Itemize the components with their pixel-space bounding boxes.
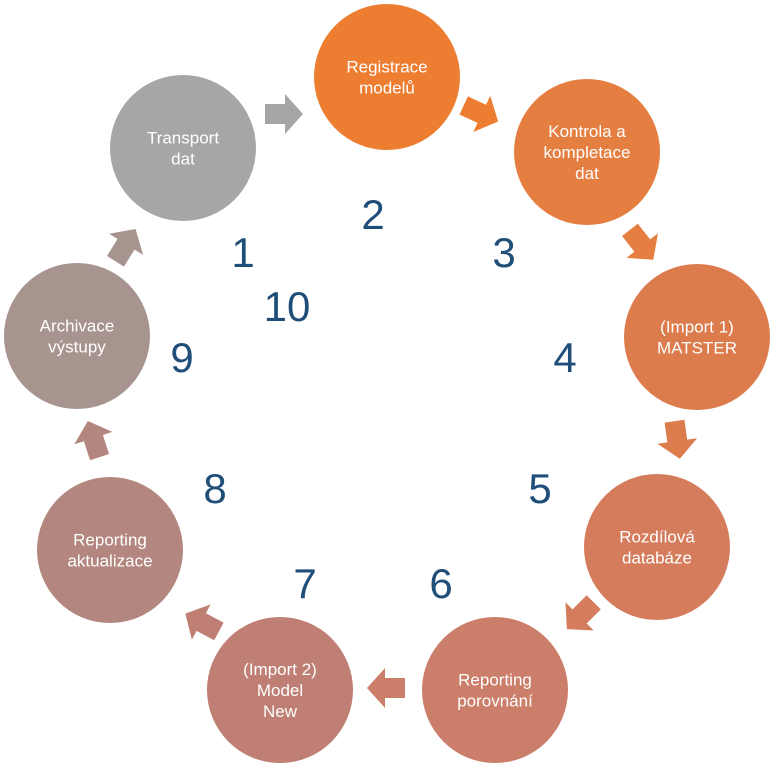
flow-arrow-5 — [565, 595, 601, 631]
node-rozdilova: Rozdílová databáze — [584, 474, 730, 620]
node-kontrola: Kontrola a kompletace dat — [514, 79, 660, 225]
node-transport: Transport dat — [110, 75, 256, 221]
node-label: (Import 2) — [243, 660, 317, 679]
node-label: Transport — [147, 129, 219, 148]
node-label: Reporting — [458, 671, 532, 690]
flow-arrow-1 — [265, 94, 303, 134]
node-circle — [37, 477, 183, 623]
node-circle — [314, 4, 460, 150]
node-circle — [207, 617, 353, 763]
step-number-3: 3 — [492, 229, 515, 276]
node-label: databáze — [622, 549, 692, 568]
node-registrace: Registrace modelů — [314, 4, 460, 150]
node-import1: (Import 1) MATSTER — [624, 264, 770, 410]
node-label: dat — [171, 150, 195, 169]
node-reporting-aktualizace: Reporting aktualizace — [37, 477, 183, 623]
step-number-10: 10 — [264, 283, 311, 330]
flow-arrow-2 — [459, 95, 499, 132]
node-label: porovnání — [457, 692, 533, 711]
node-label: New — [263, 702, 298, 721]
step-number-2: 2 — [361, 191, 384, 238]
step-number-7: 7 — [293, 560, 316, 607]
node-circle — [4, 263, 150, 409]
flow-arrow-8 — [74, 420, 113, 461]
node-label: (Import 1) — [660, 318, 734, 337]
number-layer: 1 2 3 4 5 6 7 8 9 10 — [170, 191, 576, 607]
node-archivace: Archivace výstupy — [4, 263, 150, 409]
node-label: Reporting — [73, 531, 147, 550]
node-label: Model — [257, 681, 303, 700]
node-circle — [422, 617, 568, 763]
step-number-5: 5 — [528, 465, 551, 512]
step-number-1: 1 — [231, 229, 254, 276]
node-label: Kontrola a — [548, 122, 626, 141]
arrow-layer — [74, 94, 698, 708]
node-label: aktualizace — [67, 552, 152, 571]
step-number-6: 6 — [429, 560, 452, 607]
node-label: Registrace — [346, 58, 427, 77]
step-number-9: 9 — [170, 334, 193, 381]
node-circle — [110, 75, 256, 221]
step-number-8: 8 — [203, 465, 226, 512]
node-label: Rozdílová — [619, 528, 695, 547]
node-label: výstupy — [48, 338, 106, 357]
flow-arrow-4 — [657, 419, 698, 459]
flow-arrow-9 — [106, 229, 144, 267]
node-circle — [514, 79, 660, 225]
node-label: Archivace — [40, 317, 115, 336]
node-label: MATSTER — [657, 339, 737, 358]
step-number-4: 4 — [553, 334, 576, 381]
flow-arrow-7 — [185, 604, 224, 641]
node-label: dat — [575, 164, 599, 183]
flow-arrow-6 — [367, 668, 405, 708]
node-circle — [624, 264, 770, 410]
node-label: modelů — [359, 79, 415, 98]
node-reporting-porovnani: Reporting porovnání — [422, 617, 568, 763]
flow-arrow-3 — [622, 223, 658, 260]
node-label: kompletace — [544, 143, 631, 162]
node-circle — [584, 474, 730, 620]
